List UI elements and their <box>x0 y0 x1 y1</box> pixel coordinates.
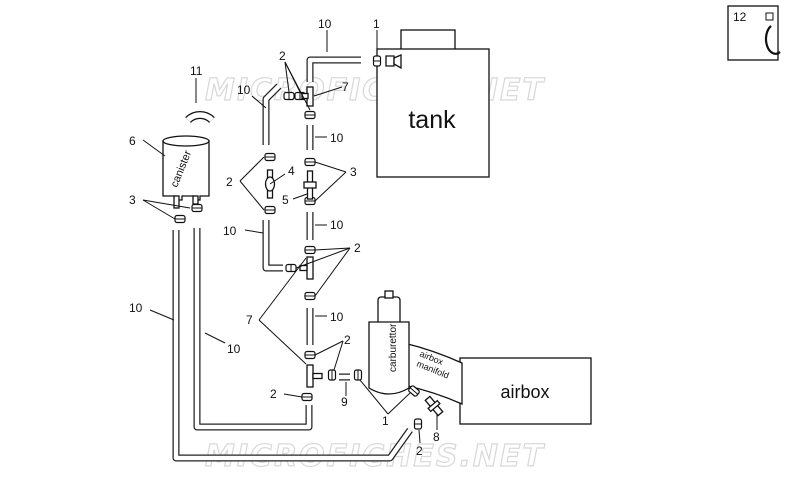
hose-clip-12 <box>764 25 781 55</box>
callout-11: 11 <box>190 64 203 78</box>
t-fitting <box>299 256 314 280</box>
tank-label: tank <box>408 106 456 134</box>
callout-2: 2 <box>226 175 233 189</box>
clamp <box>264 205 276 215</box>
callout-6: 6 <box>129 134 136 148</box>
callout-10: 10 <box>330 131 344 145</box>
valve-5 <box>303 170 317 200</box>
clamp <box>304 245 316 255</box>
clamp <box>327 369 337 381</box>
callout-10: 10 <box>237 83 251 97</box>
clamp <box>304 350 316 360</box>
callout-2: 2 <box>344 333 351 347</box>
callout-2: 2 <box>279 49 286 63</box>
callout-10: 10 <box>223 224 237 238</box>
leader-lines <box>142 30 438 444</box>
callout-2: 2 <box>416 444 423 458</box>
callout-group: 10 1 2 7 10 11 6 10 2 4 3 5 3 10 10 2 10… <box>129 17 440 458</box>
callout-10: 10 <box>330 310 344 324</box>
watermark-top: MICROFICHES.NET <box>205 73 546 108</box>
fitting-group <box>264 86 444 417</box>
callout-3: 3 <box>350 165 357 179</box>
clamp <box>408 385 420 397</box>
callout-2: 2 <box>354 241 361 255</box>
clamp <box>285 263 297 273</box>
clamp <box>353 369 363 381</box>
clamp <box>372 55 382 67</box>
callout-10: 10 <box>330 218 344 232</box>
callout-1: 1 <box>382 414 389 428</box>
callout-10: 10 <box>129 301 143 315</box>
callout-5: 5 <box>282 193 289 207</box>
clamp <box>283 91 295 101</box>
callout-2: 2 <box>270 387 277 401</box>
airbox: airbox <box>459 357 592 425</box>
clamp <box>264 152 276 162</box>
callout-3: 3 <box>129 193 136 207</box>
clamp <box>174 214 186 224</box>
hose-group <box>172 56 413 462</box>
clamp <box>304 110 316 120</box>
callout-8: 8 <box>433 430 440 444</box>
fitting-8 <box>424 395 444 417</box>
carburettor-label: carburettor <box>388 323 399 372</box>
clamp <box>304 157 316 167</box>
part-12-inset: 12 <box>727 5 781 61</box>
clamp <box>413 418 423 430</box>
t-fitting <box>301 86 314 107</box>
airbox-label: airbox <box>500 382 549 402</box>
t-fitting <box>306 364 323 388</box>
hose-canister-inner <box>193 228 313 431</box>
clamp <box>304 291 316 301</box>
hose-left-mid <box>262 220 283 272</box>
fuel-tank: tank <box>376 29 490 178</box>
callout-10: 10 <box>227 342 241 356</box>
carburettor: carburettor <box>368 290 410 395</box>
canister: canister <box>162 135 210 209</box>
callout-9: 9 <box>341 395 348 409</box>
airbox-manifold: airbox manifold <box>403 342 463 406</box>
callout-7: 7 <box>342 80 349 94</box>
callout-7: 7 <box>246 313 253 327</box>
callout-1: 1 <box>373 17 380 31</box>
clamp <box>301 392 313 402</box>
clamp <box>191 203 203 213</box>
callout-4: 4 <box>288 164 295 178</box>
callout-10: 10 <box>318 17 332 31</box>
callout-12: 12 <box>733 10 747 24</box>
